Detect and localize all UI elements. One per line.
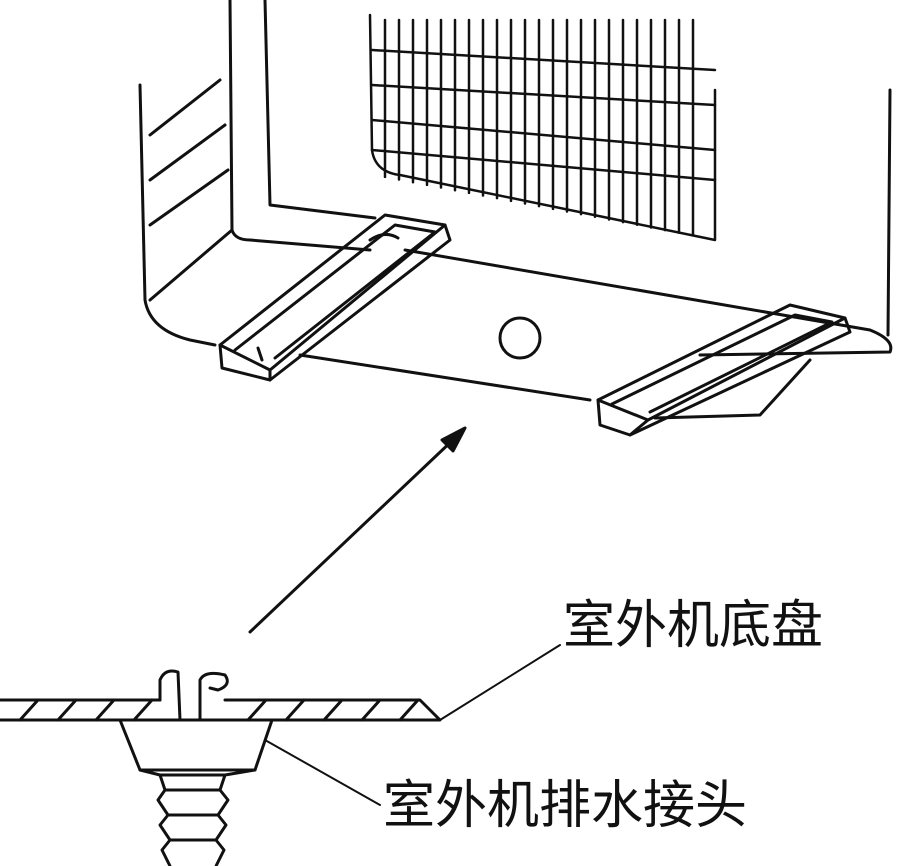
grille-rail: [370, 48, 717, 72]
hatch-line: [94, 698, 116, 722]
grille: [368, 13, 717, 242]
label-drain-connector: 室外机排水接头: [383, 776, 748, 836]
base-pan: [298, 248, 893, 420]
hatch-line: [398, 698, 420, 722]
leader-base-pan: [439, 644, 561, 721]
hatch-line: [322, 698, 344, 722]
grille-rail: [370, 118, 717, 152]
hatch-line: [246, 698, 268, 722]
hatch-line: [132, 698, 154, 722]
outdoor-unit-body: [138, 0, 892, 347]
leader-drain-connector: [264, 739, 381, 806]
arrow: [248, 426, 467, 634]
hatch-line: [18, 698, 40, 722]
hatch-line: [56, 698, 78, 722]
label-base-pan: 室外机底盘: [563, 596, 824, 656]
drain-connector-section: [0, 669, 442, 866]
mounting-foot-left: [218, 213, 452, 382]
mounting-foot-right: [596, 303, 852, 437]
hatch-line: [360, 698, 382, 722]
hatch-line: [284, 698, 306, 722]
drain-hole: [498, 316, 542, 360]
grille-rail: [370, 148, 717, 182]
grille-rail: [370, 83, 717, 107]
